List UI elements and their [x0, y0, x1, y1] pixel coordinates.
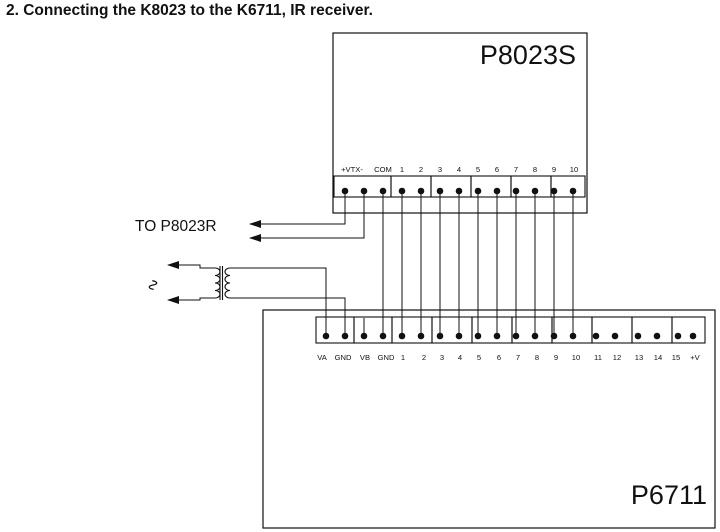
top-terminal-label-1: 1	[400, 165, 404, 174]
transformer-secondary-wires	[230, 267, 346, 333]
top-terminal-label-10: 10	[570, 165, 578, 174]
ac-source-symbol: ∿	[145, 278, 162, 291]
top-terminal-dots	[341, 187, 577, 195]
bottom-terminal-label-gnd-a: GND	[335, 353, 352, 362]
bottom-terminal-label-1: 1	[401, 353, 405, 362]
bottom-terminal-label-11: 11	[594, 353, 602, 362]
bottom-terminal-label-10: 10	[572, 353, 580, 362]
vtx-output-wires	[249, 194, 365, 242]
bottom-terminal-label-6: 6	[497, 353, 501, 362]
p8023s-label: P8023S	[480, 40, 576, 70]
bottom-terminal-strip	[315, 316, 706, 344]
p6711-board	[262, 309, 716, 529]
bottom-terminal-label-14: 14	[654, 353, 662, 362]
bottom-terminal-label-7: 7	[516, 353, 520, 362]
bottom-terminal-label-5: 5	[477, 353, 481, 362]
page-title: 2. Connecting the K8023 to the K6711, IR…	[6, 2, 373, 19]
top-terminal-label-3: 3	[438, 165, 442, 174]
to-p8023r-label: TO P8023R	[135, 218, 217, 235]
bottom-terminal-label-gnd-b: GND	[378, 353, 395, 362]
bottom-terminal-label-9: 9	[554, 353, 558, 362]
mains-input-wires	[167, 261, 215, 304]
top-terminal-label-6: 6	[495, 165, 499, 174]
top-terminal-labels: +VTX- COM 1 2 3 4 5 6 7 8 9 10	[341, 165, 578, 174]
signal-wires	[401, 194, 574, 333]
bottom-terminal-label-va: VA	[317, 353, 328, 362]
top-terminal-label-2: 2	[419, 165, 423, 174]
p8023s-board	[332, 32, 588, 214]
bottom-terminal-label-15: 15	[672, 353, 680, 362]
top-terminal-label-8: 8	[533, 165, 537, 174]
bottom-terminal-labels: VA GND VB GND 1 2 3 4 5 6 7 8 9 10 11 12…	[317, 353, 700, 362]
top-terminal-label-vtx: +VTX-	[341, 165, 363, 174]
top-terminal-label-5: 5	[476, 165, 480, 174]
transformer-symbol	[214, 266, 231, 300]
top-terminal-label-9: 9	[552, 165, 556, 174]
top-terminal-label-4: 4	[457, 165, 461, 174]
bottom-terminal-dots	[322, 332, 697, 340]
top-terminal-strip	[333, 175, 586, 198]
bottom-terminal-label-8: 8	[535, 353, 539, 362]
p6711-label: P6711	[631, 480, 707, 510]
bottom-terminal-label-3: 3	[440, 353, 444, 362]
top-terminal-label-com: COM	[374, 165, 392, 174]
top-terminal-label-7: 7	[514, 165, 518, 174]
bottom-terminal-label-vb: VB	[360, 353, 370, 362]
bottom-terminal-label-2: 2	[422, 353, 426, 362]
bottom-terminal-label-plus-v: +V	[690, 353, 700, 362]
bottom-terminal-label-12: 12	[613, 353, 621, 362]
bottom-terminal-label-4: 4	[458, 353, 462, 362]
bottom-terminal-label-13: 13	[635, 353, 643, 362]
